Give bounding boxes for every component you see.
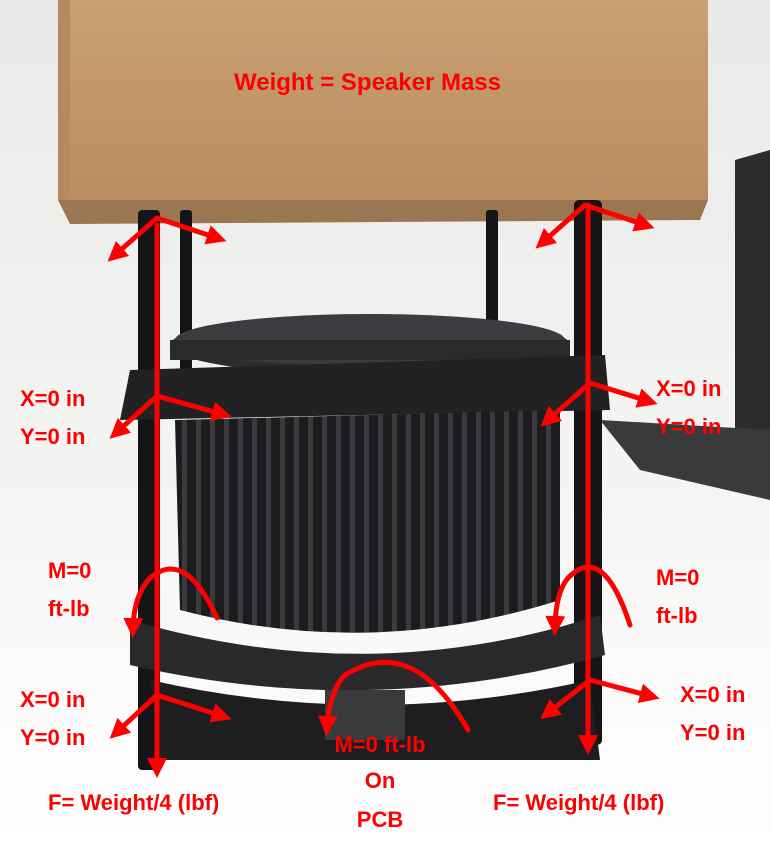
arrow-moment-pcb — [317, 659, 471, 736]
pcb-moment-line1: M=0 ft-lb — [334, 732, 426, 757]
arrow-mid-right-right — [587, 380, 658, 408]
arrow-mid-left-left — [109, 393, 160, 439]
moment-left-line2: ft-lb — [48, 596, 90, 621]
bottom-right-x-label: X=0 in — [680, 682, 746, 707]
cardboard-box — [58, 0, 708, 224]
bracket — [120, 355, 610, 420]
top-right-y-label: Y=0 in — [656, 414, 722, 439]
arrow-mid-left-right — [154, 393, 232, 421]
arrow-bottom-left-right — [154, 692, 232, 723]
arrow-top-left-left — [107, 215, 160, 262]
force-left-label: F= Weight/4 (lbf) — [48, 790, 220, 815]
arrow-mid-right-left — [540, 380, 593, 427]
force-right-label: F= Weight/4 (lbf) — [493, 790, 665, 815]
moment-left-line1: M=0 — [48, 558, 92, 583]
moment-right-line2: ft-lb — [656, 603, 698, 628]
pcb-moment-line3: PCB — [356, 807, 404, 832]
arrow-moment-right — [545, 564, 633, 636]
laptop-shape — [735, 150, 770, 500]
bottom-right-y-label: Y=0 in — [680, 720, 746, 745]
top-left-x-label: X=0 in — [20, 386, 86, 411]
arrow-bottom-left-left — [109, 692, 160, 739]
top-left-y-label: Y=0 in — [20, 424, 86, 449]
arrow-top-right-left — [535, 202, 588, 249]
arrow-bottom-right-left — [540, 677, 593, 720]
arrow-top-right-right — [582, 202, 655, 232]
pcb-moment-line2: On — [364, 768, 396, 793]
bottom-left-y-label: Y=0 in — [20, 725, 86, 750]
cooler-base — [130, 615, 605, 760]
bottom-left-x-label: X=0 in — [20, 687, 86, 712]
top-right-x-label: X=0 in — [656, 376, 722, 401]
arrow-top-left-right — [154, 215, 227, 245]
arrow-moment-left — [123, 566, 220, 638]
heat-sink — [175, 410, 560, 633]
title-label: Weight = Speaker Mass — [234, 69, 501, 96]
arrow-bottom-right-right — [587, 677, 660, 704]
moment-right-line1: M=0 — [656, 565, 700, 590]
